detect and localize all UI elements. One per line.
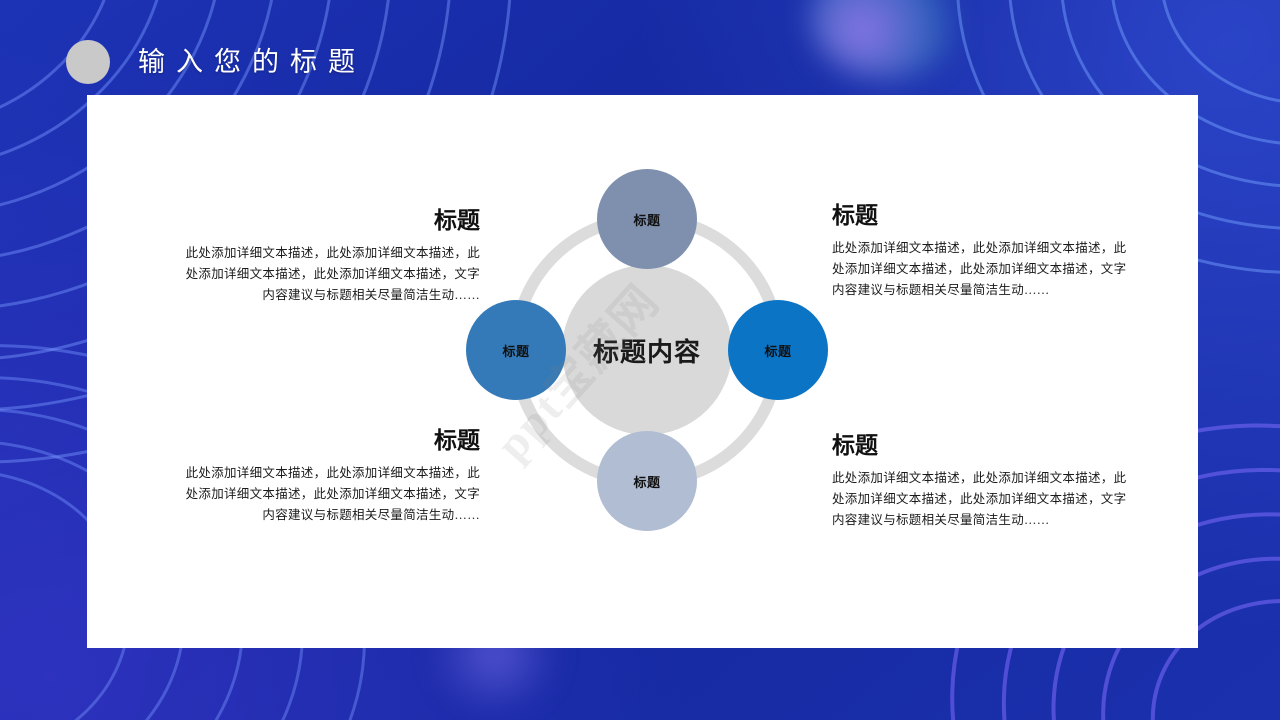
block-title: 标题 xyxy=(832,203,878,228)
cycle-diagram: 标题内容 标题 标题 标题 标题 xyxy=(450,158,870,578)
text-block-top-left: 标题 此处添加详细文本描述，此处添加详细文本描述，此处添加详细文本描述，此处添加… xyxy=(184,205,480,306)
header-bullet-icon xyxy=(66,40,110,84)
text-block-bottom-left: 标题 此处添加详细文本描述，此处添加详细文本描述，此处添加详细文本描述，此处添加… xyxy=(184,425,480,526)
block-body: 此处添加详细文本描述，此处添加详细文本描述，此处添加详细文本描述，此处添加详细文… xyxy=(185,246,480,302)
block-body: 此处添加详细文本描述，此处添加详细文本描述，此处添加详细文本描述，此处添加详细文… xyxy=(185,466,480,522)
text-block-bottom-right: 标题 此处添加详细文本描述，此处添加详细文本描述，此处添加详细文本描述，此处添加… xyxy=(832,430,1128,531)
content-panel: 标题 此处添加详细文本描述，此处添加详细文本描述，此处添加详细文本描述，此处添加… xyxy=(87,95,1198,648)
center-node-label: 标题内容 xyxy=(592,337,701,367)
page-title: 输入您的标题 xyxy=(138,47,366,77)
block-title: 标题 xyxy=(434,428,480,453)
node-right[interactable]: 标题 xyxy=(728,300,828,400)
text-block-top-right: 标题 此处添加详细文本描述，此处添加详细文本描述，此处添加详细文本描述，此处添加… xyxy=(832,200,1128,301)
center-node[interactable]: 标题内容 xyxy=(562,265,732,435)
block-title: 标题 xyxy=(832,433,878,458)
node-bottom[interactable]: 标题 xyxy=(597,431,697,531)
block-body: 此处添加详细文本描述，此处添加详细文本描述，此处添加详细文本描述，此处添加详细文… xyxy=(832,241,1127,297)
block-body: 此处添加详细文本描述，此处添加详细文本描述，此处添加详细文本描述，此处添加详细文… xyxy=(832,471,1127,527)
node-top-label: 标题 xyxy=(633,212,661,228)
block-title: 标题 xyxy=(434,208,480,233)
node-top[interactable]: 标题 xyxy=(597,169,697,269)
node-right-label: 标题 xyxy=(764,343,792,359)
node-bottom-label: 标题 xyxy=(633,474,661,490)
node-left-label: 标题 xyxy=(502,343,530,359)
node-left[interactable]: 标题 xyxy=(466,300,566,400)
